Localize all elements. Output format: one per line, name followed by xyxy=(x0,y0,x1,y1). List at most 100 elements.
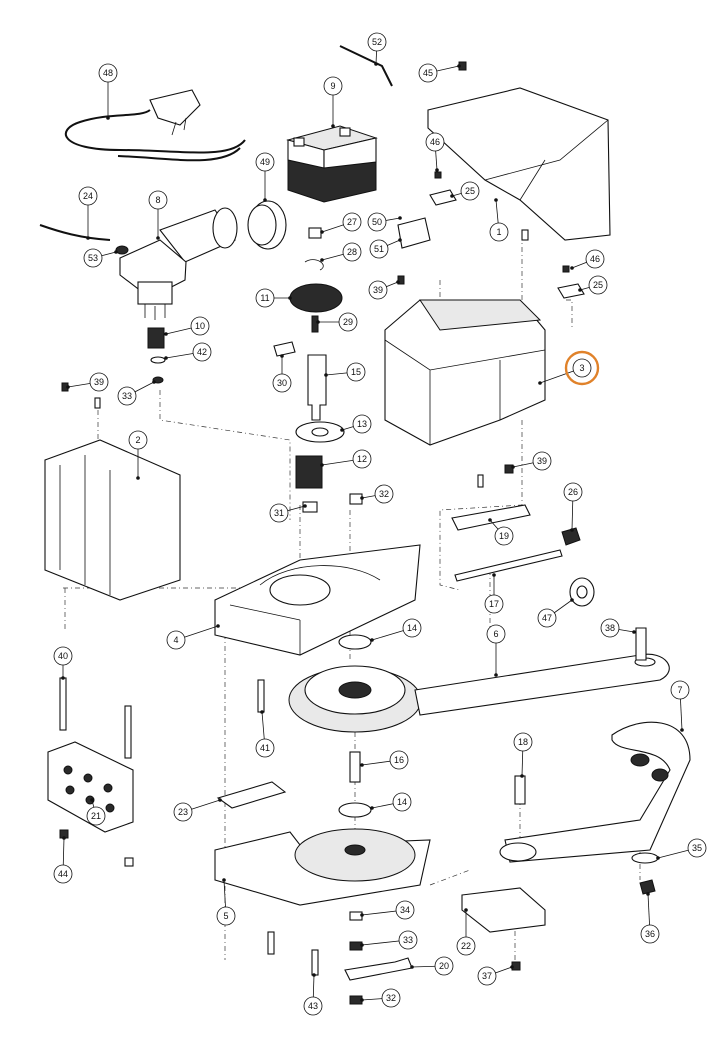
callout-part-19[interactable]: 19 xyxy=(494,526,514,546)
callout-part-23[interactable]: 23 xyxy=(173,802,193,822)
callout-label: 39 xyxy=(94,377,104,387)
callout-circle xyxy=(255,288,275,308)
callout-label: 29 xyxy=(343,317,353,327)
callout-label: 50 xyxy=(372,217,382,227)
screw-46a xyxy=(434,171,442,179)
callouts: 1234567891011121314141516171819202122232… xyxy=(53,32,707,1016)
callout-part-2[interactable]: 2 xyxy=(128,430,148,450)
callout-part-49[interactable]: 49 xyxy=(255,152,275,172)
callout-part-52[interactable]: 52 xyxy=(367,32,387,52)
leader-dot-part-3 xyxy=(538,381,542,385)
callout-part-26[interactable]: 26 xyxy=(563,482,583,502)
callout-circle xyxy=(148,190,168,210)
callout-part-43[interactable]: 43 xyxy=(303,996,323,1016)
callout-part-5[interactable]: 5 xyxy=(216,906,236,926)
callout-part-3[interactable]: 3 xyxy=(572,358,592,378)
callout-part-50[interactable]: 50 xyxy=(367,212,387,232)
callout-label: 5 xyxy=(223,911,228,921)
callout-part-30[interactable]: 30 xyxy=(272,373,292,393)
leader-dot-part-25 xyxy=(578,288,582,292)
callout-part-8[interactable]: 8 xyxy=(148,190,168,210)
callout-part-46[interactable]: 46 xyxy=(585,249,605,269)
leader-dot-part-13 xyxy=(340,428,344,432)
callout-part-41[interactable]: 41 xyxy=(255,738,275,758)
nut-32a xyxy=(349,493,363,505)
callout-part-51[interactable]: 51 xyxy=(369,239,389,259)
callout-part-10[interactable]: 10 xyxy=(190,316,210,336)
leader-dot-part-45 xyxy=(457,64,461,68)
callout-part-39[interactable]: 39 xyxy=(532,451,552,471)
callout-part-21[interactable]: 21 xyxy=(86,806,106,826)
leader-dot-part-2 xyxy=(136,476,140,480)
callout-part-33[interactable]: 33 xyxy=(117,386,137,406)
pin-27 xyxy=(308,227,322,239)
callout-label: 32 xyxy=(379,489,389,499)
screw-46b xyxy=(562,265,570,273)
callout-label: 46 xyxy=(590,254,600,264)
callout-part-7[interactable]: 7 xyxy=(670,680,690,700)
leader-dot-part-31 xyxy=(303,504,307,508)
callout-part-47[interactable]: 47 xyxy=(537,608,557,628)
pin-38 xyxy=(635,627,647,661)
callout-part-4[interactable]: 4 xyxy=(166,630,186,650)
callout-part-39[interactable]: 39 xyxy=(89,372,109,392)
battery xyxy=(286,125,378,203)
callout-part-46[interactable]: 46 xyxy=(425,132,445,152)
callout-part-11[interactable]: 11 xyxy=(255,288,275,308)
callout-part-15[interactable]: 15 xyxy=(346,362,366,382)
callout-part-40[interactable]: 40 xyxy=(53,646,73,666)
callout-part-18[interactable]: 18 xyxy=(513,732,533,752)
callout-circle xyxy=(640,924,660,944)
callout-circle xyxy=(460,181,480,201)
callout-part-20[interactable]: 20 xyxy=(434,956,454,976)
callout-part-24[interactable]: 24 xyxy=(78,186,98,206)
callout-part-53[interactable]: 53 xyxy=(83,248,103,268)
callout-part-25[interactable]: 25 xyxy=(460,181,480,201)
callout-label: 11 xyxy=(260,293,269,303)
shaft-16 xyxy=(349,751,361,783)
callout-part-22[interactable]: 22 xyxy=(456,936,476,956)
callout-part-16[interactable]: 16 xyxy=(389,750,409,770)
callout-part-27[interactable]: 27 xyxy=(342,212,362,232)
callout-part-25[interactable]: 25 xyxy=(588,275,608,295)
callout-part-39[interactable]: 39 xyxy=(368,280,388,300)
callout-part-1[interactable]: 1 xyxy=(489,222,509,242)
callout-part-34[interactable]: 34 xyxy=(395,900,415,920)
callout-part-6[interactable]: 6 xyxy=(486,624,506,644)
callout-label: 28 xyxy=(347,247,357,257)
screw-cover xyxy=(521,229,529,241)
callout-circle xyxy=(272,373,292,393)
callout-part-12[interactable]: 12 xyxy=(352,449,372,469)
callout-part-14[interactable]: 14 xyxy=(392,792,412,812)
callout-part-35[interactable]: 35 xyxy=(687,838,707,858)
callout-part-29[interactable]: 29 xyxy=(338,312,358,332)
callout-label: 39 xyxy=(537,456,547,466)
pinion-gear xyxy=(147,327,165,349)
callout-circle xyxy=(269,503,289,523)
callout-part-45[interactable]: 45 xyxy=(418,63,438,83)
callout-part-33[interactable]: 33 xyxy=(398,930,418,950)
mount-plate xyxy=(47,741,134,833)
callout-part-42[interactable]: 42 xyxy=(192,342,212,362)
callout-part-14[interactable]: 14 xyxy=(402,618,422,638)
callout-circle xyxy=(89,372,109,392)
callout-part-28[interactable]: 28 xyxy=(342,242,362,262)
callout-part-36[interactable]: 36 xyxy=(640,924,660,944)
callout-circle xyxy=(192,342,212,362)
callout-part-32[interactable]: 32 xyxy=(381,988,401,1008)
leader-dot-part-22 xyxy=(464,908,468,912)
callout-circle xyxy=(395,900,415,920)
callout-part-44[interactable]: 44 xyxy=(53,864,73,884)
callout-part-13[interactable]: 13 xyxy=(352,414,372,434)
leader-dot-part-10 xyxy=(164,332,168,336)
callout-part-17[interactable]: 17 xyxy=(484,594,504,614)
callout-part-38[interactable]: 38 xyxy=(600,618,620,638)
callout-part-48[interactable]: 48 xyxy=(98,63,118,83)
callout-part-31[interactable]: 31 xyxy=(269,503,289,523)
leader-dot-part-30 xyxy=(280,354,284,358)
highlight-ring-part-3[interactable] xyxy=(564,350,600,386)
control-housing xyxy=(384,299,546,446)
callout-part-32[interactable]: 32 xyxy=(374,484,394,504)
callout-part-9[interactable]: 9 xyxy=(323,76,343,96)
callout-part-37[interactable]: 37 xyxy=(477,966,497,986)
